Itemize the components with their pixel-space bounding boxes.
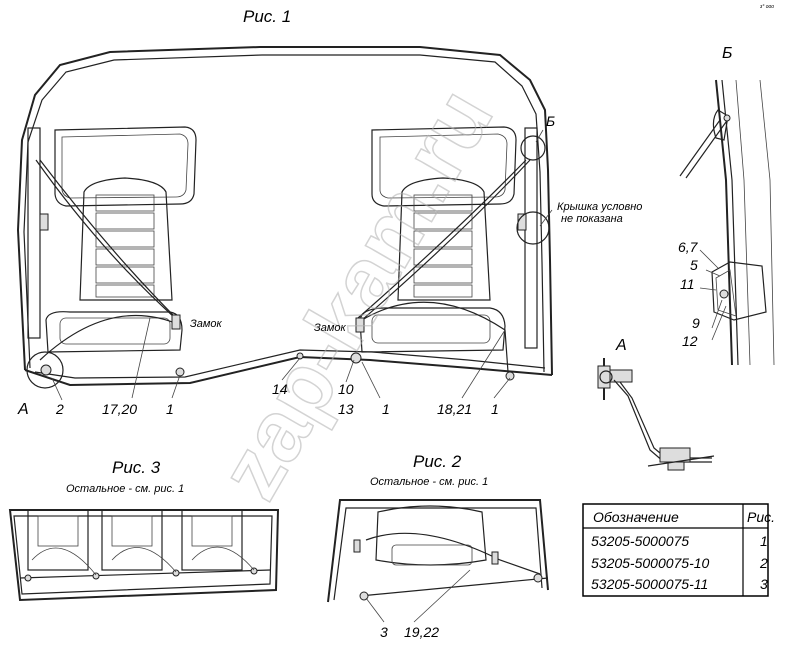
left-seat-cushions — [95, 194, 155, 298]
callout-17-20: 17,20 — [102, 401, 137, 417]
callout-18-21: 18,21 — [437, 401, 472, 417]
callout-19-22: 19,22 — [404, 624, 439, 640]
callout-1-middle: 1 — [382, 401, 390, 417]
callout-10: 10 — [338, 381, 354, 397]
view-a-title: А — [615, 337, 627, 354]
table-row-2-fig: 2 — [759, 555, 768, 571]
view-a-drawing — [597, 358, 715, 471]
cover-note-line2: не показана — [561, 213, 623, 225]
callout-13: 13 — [338, 401, 354, 417]
callout-3: 3 — [380, 624, 388, 640]
fig2-drawing — [327, 499, 549, 623]
callout-2: 2 — [55, 401, 64, 417]
callout-11: 11 — [680, 276, 695, 292]
fig2-title: Рис. 2 — [413, 452, 462, 471]
table-header-designation: Обозначение — [593, 509, 679, 525]
view-b-title: Б — [722, 45, 732, 62]
callout-6-7: 6,7 — [678, 239, 699, 255]
designation-table: Обозначение Рис. 53205-5000075 1 53205-5… — [582, 503, 775, 597]
callout-12: 12 — [682, 333, 698, 349]
view-a-marker: А — [17, 401, 29, 418]
table-row-3-fig: 3 — [760, 576, 768, 592]
watermark: zap-kam.ru — [201, 73, 511, 514]
lock-label-left: Замок — [190, 318, 223, 330]
fig3-title: Рис. 3 — [112, 458, 161, 477]
fig2-note: Остальное - см. рис. 1 — [370, 476, 488, 488]
table-row-1-designation: 53205-5000075 — [591, 533, 689, 549]
lock-label-right: Замок — [314, 322, 347, 334]
fig3-drawing — [8, 509, 280, 602]
view-b-marker: Б — [546, 113, 555, 129]
cover-note-line1: Крышка условно — [557, 201, 642, 213]
callout-1-right: 1 — [491, 401, 499, 417]
callout-5: 5 — [690, 257, 698, 273]
fig1-title: Рис. 1 — [243, 7, 291, 26]
table-row-1-fig: 1 — [760, 533, 768, 549]
callout-9: 9 — [692, 315, 700, 331]
fig3-note: Остальное - см. рис. 1 — [66, 483, 184, 495]
fig1-cab-drawing — [16, 46, 553, 389]
table-header-fig: Рис. — [747, 509, 775, 525]
table-row-2-designation: 53205-5000075-10 — [591, 555, 710, 571]
callout-1-left: 1 — [166, 401, 174, 417]
callout-14: 14 — [272, 381, 288, 397]
view-b-drawing — [679, 79, 775, 366]
fig1-leaders — [51, 129, 553, 401]
table-row-3-designation: 53205-5000075-11 — [591, 576, 708, 592]
corner-mark: з° ооо — [759, 4, 774, 10]
